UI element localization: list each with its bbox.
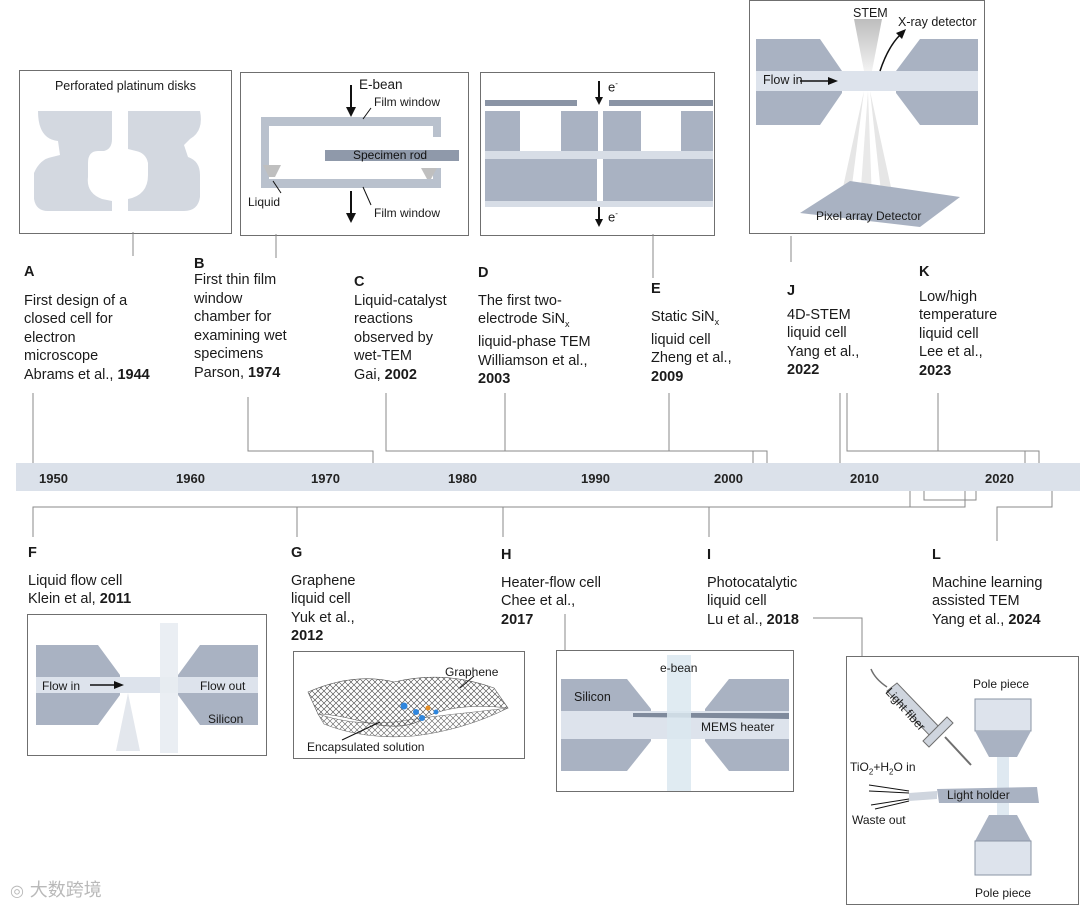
entry-l: L Machine learning assisted TEM Yang et …: [932, 547, 1043, 628]
tio2-h2o-in-label: TiO2+H2O in: [850, 760, 916, 777]
film-window-chamber-illustration: [261, 85, 459, 223]
entry-b: B First thin film window chamber for exa…: [194, 256, 287, 381]
photocatalytic-cell-illustration: [868, 668, 1039, 876]
panel-a-figure: Perforated platinum disks: [19, 70, 232, 234]
panel-h-figure: e-bean Silicon MEMS heater: [556, 650, 794, 792]
timeline-bar: [16, 463, 1080, 491]
encapsulated-solution-label: Encapsulated solution: [307, 740, 425, 754]
entry-f: F Liquid flow cell Klein et al, 2011: [28, 545, 132, 607]
pole-piece-bottom-label: Pole piece: [975, 886, 1032, 900]
flow-in-label: Flow in: [42, 679, 81, 693]
flow-out-label: Flow out: [200, 679, 246, 693]
entry-d: D The first two- electrode SiNx liquid-p…: [478, 265, 591, 388]
entry-c: C Liquid-catalyst reactions observed by …: [354, 274, 447, 383]
year-2000: 2000: [714, 471, 743, 486]
year-1950: 1950: [39, 471, 68, 486]
silicon-label: Silicon: [208, 712, 244, 726]
entry-i: I Photocatalytic liquid cell Lu et al., …: [707, 547, 799, 628]
light-holder-label: Light holder: [947, 788, 1010, 802]
entry-h: H Heater-flow cell Chee et al., 2017: [501, 547, 601, 628]
entry-k: K Low/high temperature liquid cell Lee e…: [919, 264, 998, 379]
electron-top-label: e-: [608, 79, 618, 95]
pole-piece-top-label: Pole piece: [973, 677, 1030, 691]
panel-d-figure: e- e-: [480, 72, 715, 236]
4d-stem-cell-illustration: [756, 19, 978, 227]
waste-out-label: Waste out: [852, 813, 906, 827]
film-window-bottom-label: Film window: [374, 206, 441, 220]
year-1990: 1990: [581, 471, 610, 486]
watermark-icon: ◎: [10, 881, 24, 900]
heater-flow-cell-illustration: [561, 655, 789, 791]
panel-j-figure: STEM X-ray detector Flow in Pixel array …: [749, 0, 985, 234]
liquid-label: Liquid: [248, 195, 281, 209]
panel-f-figure: Flow in Flow out Silicon: [27, 614, 267, 756]
entry-g: G Graphene liquid cell Yuk et al., 2012: [291, 545, 356, 644]
panel-a-title: Perforated platinum disks: [54, 79, 197, 93]
silicon-label: Silicon: [574, 690, 611, 704]
xray-detector-label: X-ray detector: [898, 15, 977, 29]
panel-i-figure: Light fiber Pole piece TiO2+H2O in Light…: [846, 656, 1079, 905]
stem-label: STEM: [853, 6, 888, 20]
liquid-flow-cell-illustration: [36, 623, 258, 753]
entry-e: E Static SiNx liquid cell Zheng et al., …: [651, 281, 732, 385]
panel-g-figure: Graphene Encapsulated solution: [293, 651, 525, 759]
graphene-label: Graphene: [445, 665, 499, 679]
ebean-label: e-bean: [660, 661, 698, 675]
film-window-top-label: Film window: [374, 95, 441, 109]
entry-a: A First design of a closed cell for elec…: [24, 264, 150, 383]
panel-b-figure: E-bean Film window Specimen rod Liquid F…: [240, 72, 469, 236]
mems-heater-label: MEMS heater: [701, 720, 775, 734]
year-1970: 1970: [311, 471, 340, 486]
entry-j: J 4D-STEM liquid cell Yang et al., 2022: [787, 283, 860, 378]
year-1960: 1960: [176, 471, 205, 486]
platinum-disks-illustration: [34, 111, 201, 211]
graphene-cell-illustration: [307, 675, 509, 741]
watermark-logo: ◎ 大数跨境: [10, 880, 102, 901]
year-1980: 1980: [448, 471, 477, 486]
year-2010: 2010: [850, 471, 879, 486]
two-electrode-cell-illustration: [485, 81, 713, 227]
pixel-array-detector-label: Pixel array Detector: [816, 209, 922, 223]
flow-in-label: Flow in: [763, 73, 803, 87]
electron-bottom-label: e-: [608, 209, 618, 225]
specimen-rod-label: Specimen rod: [353, 148, 428, 162]
year-2020: 2020: [985, 471, 1014, 486]
ebeam-label: E-bean: [359, 77, 403, 92]
